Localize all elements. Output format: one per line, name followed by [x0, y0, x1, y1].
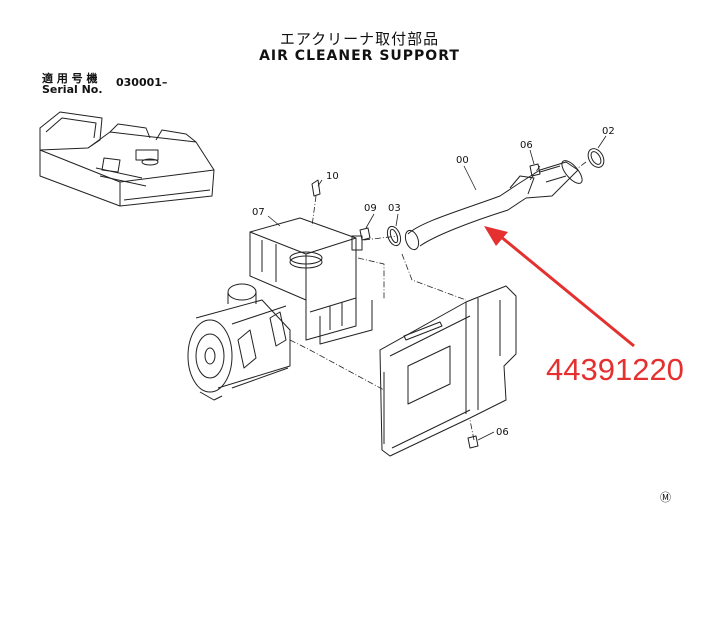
- leader-lines: [289, 161, 587, 441]
- part-label-07: 07: [252, 207, 265, 218]
- hose-ring-02-inner: [590, 151, 602, 165]
- part-label-00: 00: [456, 155, 469, 166]
- bolt-09: [359, 227, 371, 241]
- serial-label-jp: 適 用 号 機: [42, 72, 98, 85]
- hose-ring-02: [587, 148, 605, 168]
- part-label-10: 10: [326, 171, 339, 182]
- support-bracket-07: [249, 217, 373, 345]
- excavator-thumbnail: [39, 111, 215, 207]
- bolt-06-bottom: [467, 435, 479, 449]
- diagram-title-jp: エアクリーナ取付部品: [279, 30, 440, 48]
- part-label-06-top: 06: [520, 140, 533, 151]
- mounting-plate: [379, 285, 517, 457]
- label-leaders: [267, 135, 607, 441]
- serial-label-en: Serial No.: [42, 83, 103, 96]
- part-number-callout: 44391220: [546, 352, 684, 387]
- red-callout-arrow: [484, 226, 635, 348]
- air-cleaner-body: [187, 283, 291, 401]
- part-label-09: 09: [364, 203, 377, 214]
- revision-mark: Ⓜ: [660, 491, 671, 504]
- diagram-title-en: AIR CLEANER SUPPORT: [259, 48, 460, 64]
- bolt-06-top: [529, 163, 541, 177]
- serial-value: 030001–: [116, 76, 168, 89]
- part-label-06-bottom: 06: [496, 427, 509, 438]
- clamp-ring-03: [386, 225, 402, 247]
- intake-hose-00: [404, 160, 583, 251]
- part-label-03: 03: [388, 203, 401, 214]
- bolt-10: [311, 179, 321, 197]
- part-label-02: 02: [602, 126, 615, 137]
